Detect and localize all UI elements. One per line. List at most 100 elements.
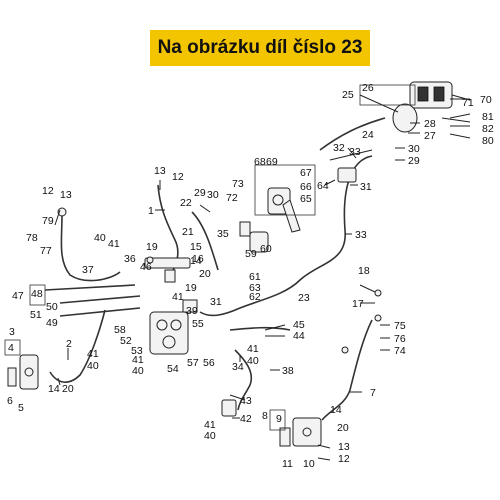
part-labels: 25 26 70 71 28 27 81 82 80 24 32 33 30 2… — [7, 82, 494, 470]
label-22: 22 — [180, 197, 192, 209]
label-40e: 40 — [204, 430, 216, 442]
label-59: 59 — [245, 248, 257, 260]
label-47: 47 — [12, 290, 24, 302]
label-12a: 12 — [172, 171, 184, 183]
label-76: 76 — [394, 333, 406, 345]
label-13a: 13 — [154, 165, 166, 177]
label-6: 6 — [7, 395, 13, 407]
brake-hose-22 — [191, 211, 219, 271]
label-36: 36 — [124, 253, 136, 265]
label-14a: 14 — [190, 255, 202, 267]
ref-box-67 — [254, 164, 316, 216]
label-29a: 29 — [408, 155, 420, 167]
part-number-banner: Na obrázku díl číslo 23 — [150, 30, 370, 66]
label-9: 9 — [276, 413, 282, 425]
label-64: 64 — [317, 180, 329, 192]
brake-hose-left — [60, 214, 121, 282]
brake-caliper-rear — [279, 417, 322, 447]
brake-line-50 — [59, 295, 141, 304]
valve-part-60 — [239, 221, 269, 253]
label-66: 66 — [300, 181, 312, 193]
label-73: 73 — [232, 178, 244, 190]
label-12b: 12 — [42, 185, 54, 197]
brake-pipe-23 — [199, 155, 373, 317]
label-20c: 20 — [337, 422, 349, 434]
ref-box-9 — [269, 409, 286, 431]
brake-line-mid — [229, 326, 291, 331]
label-63: 63 — [249, 282, 261, 294]
banner-text: Na obrázku díl číslo 23 — [157, 37, 363, 58]
label-80: 80 — [482, 135, 494, 147]
label-61: 61 — [249, 271, 261, 283]
label-40d: 40 — [247, 355, 259, 367]
label-67: 67 — [300, 167, 312, 179]
brake-pipe-upper — [319, 117, 386, 151]
brake-line-51 — [59, 307, 141, 317]
brake-line-38 — [234, 349, 253, 411]
label-39: 39 — [186, 305, 198, 317]
label-41a: 41 — [108, 238, 120, 250]
label-31a: 31 — [360, 181, 372, 193]
label-65: 65 — [300, 193, 312, 205]
label-42: 42 — [240, 413, 252, 425]
label-35: 35 — [217, 228, 229, 240]
label-75: 75 — [394, 320, 406, 332]
label-7: 7 — [370, 387, 376, 399]
label-54: 54 — [167, 363, 179, 375]
label-40c: 40 — [87, 360, 99, 372]
label-62: 62 — [249, 291, 261, 303]
label-48: 48 — [31, 288, 43, 300]
label-43: 43 — [240, 395, 252, 407]
label-68: 68 — [254, 156, 266, 168]
label-31b: 31 — [210, 296, 222, 308]
label-20b: 20 — [62, 383, 74, 395]
label-13b: 13 — [60, 189, 72, 201]
label-44: 44 — [293, 330, 305, 342]
label-30b: 30 — [207, 189, 219, 201]
label-41f: 41 — [204, 419, 216, 431]
label-4: 4 — [8, 342, 14, 354]
label-21: 21 — [182, 226, 194, 238]
label-13c: 13 — [338, 441, 350, 453]
label-58: 58 — [114, 324, 126, 336]
label-40b: 40 — [132, 365, 144, 377]
label-20a: 20 — [199, 268, 211, 280]
label-72: 72 — [226, 192, 238, 204]
label-8: 8 — [262, 410, 268, 422]
label-71: 71 — [462, 97, 474, 109]
label-78: 78 — [26, 232, 38, 244]
label-14b: 14 — [48, 383, 60, 395]
label-41c: 41 — [132, 354, 144, 366]
label-60: 60 — [260, 243, 272, 255]
label-16: 16 — [192, 253, 204, 265]
label-51: 51 — [30, 309, 42, 321]
label-27: 27 — [424, 130, 436, 142]
label-77: 77 — [40, 245, 52, 257]
bracket-part-64 — [329, 149, 373, 183]
label-18: 18 — [358, 265, 370, 277]
label-38: 38 — [282, 365, 294, 377]
label-5: 5 — [18, 402, 24, 414]
label-28: 28 — [424, 118, 436, 130]
label-55: 55 — [192, 318, 204, 330]
label-34: 34 — [232, 361, 244, 373]
label-37: 37 — [82, 264, 94, 276]
label-19b: 19 — [185, 282, 197, 294]
label-79: 79 — [42, 215, 54, 227]
label-82: 82 — [482, 123, 494, 135]
label-17: 17 — [352, 298, 364, 310]
ref-box-4 — [4, 339, 21, 356]
label-69: 69 — [266, 156, 278, 168]
label-74: 74 — [394, 345, 406, 357]
label-10: 10 — [303, 458, 315, 470]
label-30a: 30 — [408, 143, 420, 155]
label-56: 56 — [203, 357, 215, 369]
label-41d: 41 — [87, 348, 99, 360]
label-33a: 33 — [349, 146, 361, 158]
label-49: 49 — [46, 317, 58, 329]
label-19a: 19 — [146, 241, 158, 253]
label-24: 24 — [362, 129, 374, 141]
pedal-assembly-65 — [267, 187, 301, 233]
label-70: 70 — [480, 94, 492, 106]
label-23: 23 — [298, 292, 310, 304]
